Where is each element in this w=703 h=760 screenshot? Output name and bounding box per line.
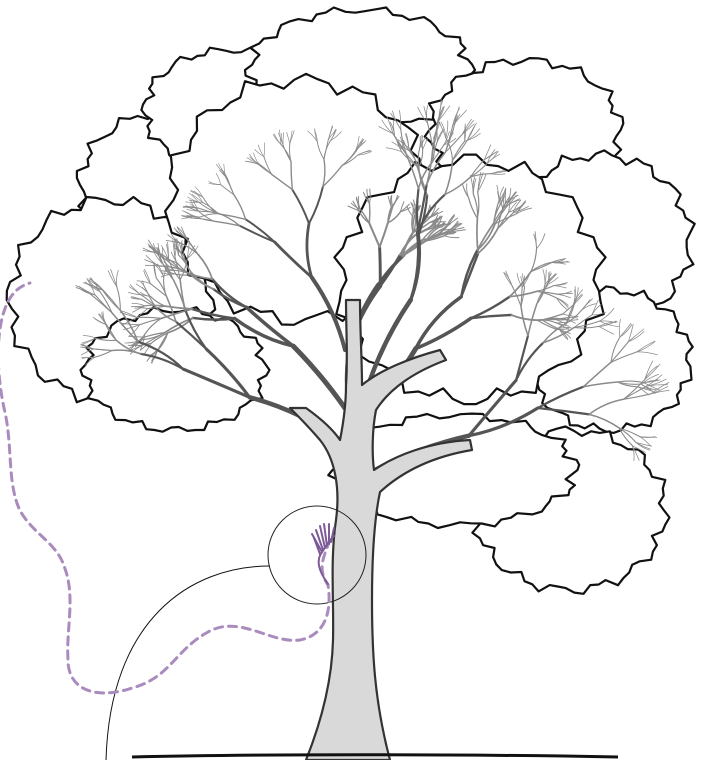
highlight-plant [312, 524, 334, 584]
callout-arc [106, 566, 270, 760]
twig [430, 222, 444, 223]
twig [369, 204, 370, 224]
twig [423, 139, 428, 150]
branch [380, 247, 381, 286]
twig [505, 189, 506, 204]
